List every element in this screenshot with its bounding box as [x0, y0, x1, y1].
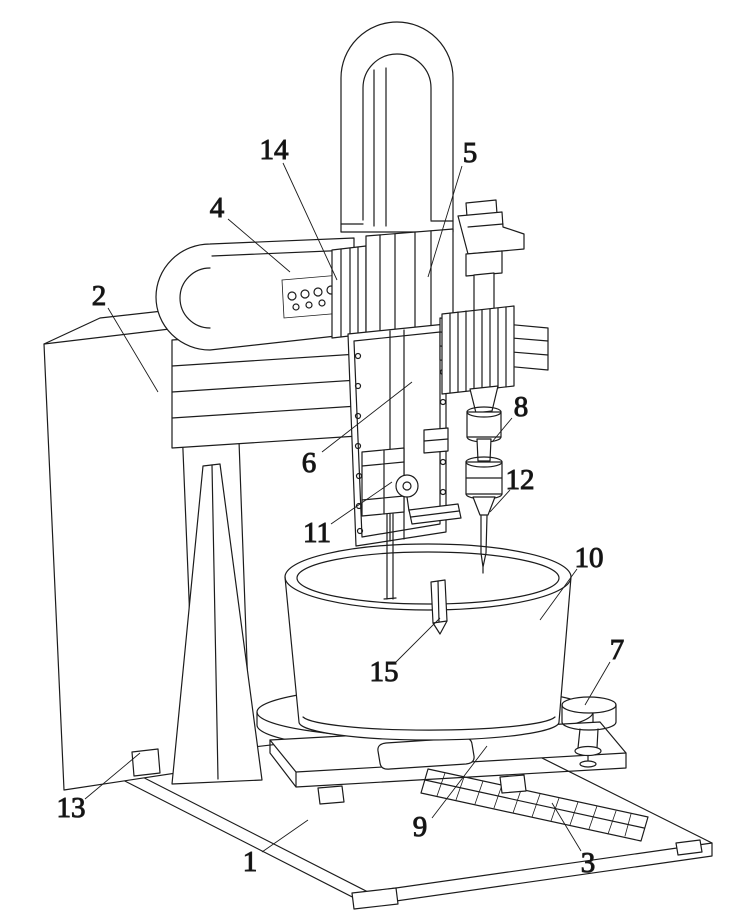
vat-opening: [296, 551, 560, 605]
ref-label-2: 2: [92, 280, 107, 312]
slide-housing: [155, 237, 355, 351]
ref-label-11: 11: [303, 517, 331, 549]
plate-inner-border: [353, 331, 441, 538]
spindle-cylinder-top: [465, 250, 503, 277]
button-icon: [300, 289, 310, 299]
linear-rail: [420, 768, 649, 842]
clamp-link: [406, 496, 410, 512]
slider-block: [331, 245, 367, 339]
wheel-foot: [574, 745, 602, 757]
plate-hole: [356, 527, 364, 535]
ref-label-12: 12: [506, 464, 535, 496]
beam-slats: [171, 353, 359, 419]
ref-label-8: 8: [514, 391, 529, 423]
top-bracket: [457, 199, 525, 255]
button-icon: [292, 303, 300, 311]
plate-hole: [439, 488, 447, 496]
housing-body: [155, 237, 355, 351]
rod-lines: [383, 513, 397, 600]
spindle-ribbed-block: [441, 305, 515, 395]
slider-body: [331, 245, 367, 339]
clamp-pivot: [395, 474, 419, 498]
clamp-bracket-lines: [361, 449, 405, 515]
base-corner-block: [675, 839, 703, 856]
tool-bit: [480, 515, 488, 574]
wheel-side: [561, 704, 617, 731]
wheel-bracket: [577, 728, 599, 749]
plate-hole: [439, 458, 447, 466]
vat: [284, 543, 572, 741]
turntable-base-thickness: [269, 739, 627, 788]
clamp-assembly: [361, 447, 462, 525]
reference-labels: 1 2 3 4 5 6 7 8 9 10 11 12 13 14 15: [56, 134, 625, 880]
button-icon: [305, 301, 313, 309]
ref-label-15: 15: [370, 656, 399, 688]
vat-body: [284, 543, 572, 741]
stirrer-rods: [383, 513, 397, 600]
clamp-pivot-pin: [402, 481, 412, 491]
base-foot-front: [351, 887, 399, 910]
leader-lines: [84, 162, 611, 853]
plate-hole: [354, 352, 362, 360]
ref-label-5: 5: [463, 137, 478, 169]
ref-label-6: 6: [302, 447, 317, 479]
spindle-taper-lower: [472, 496, 496, 516]
turntable-feet: [317, 774, 527, 805]
drawing-root: 1 2 3 4 5 6 7 8 9 10 11 12 13 14 15: [43, 21, 713, 910]
spindle-neck-upper: [473, 272, 495, 314]
spindle-neck-lower: [476, 438, 492, 462]
plate-hole: [354, 382, 362, 390]
brace-inner-line: [211, 464, 219, 780]
housing-inner-arc: [179, 267, 211, 329]
ref-label-1: 1: [243, 846, 258, 878]
slider-ribs: [340, 246, 359, 338]
housing-top-line: [211, 249, 353, 257]
bracket-body: [457, 211, 525, 255]
wheel-top: [561, 696, 617, 714]
spindle-mid-top-ellipse: [466, 406, 502, 418]
probe-piece: [430, 579, 448, 635]
ref-label-13: 13: [57, 792, 86, 824]
brace-body: [171, 463, 263, 785]
bracket-line: [467, 223, 504, 228]
button-icon: [287, 291, 297, 301]
plate-small-block-line: [423, 438, 449, 442]
button-icon: [318, 299, 326, 307]
plate-hole: [439, 398, 447, 406]
arch-inner: [362, 53, 432, 221]
ref-label-3: 3: [581, 847, 596, 879]
ref-label-9: 9: [413, 811, 428, 843]
button-icon: [313, 287, 323, 297]
ref-label-14: 14: [260, 134, 290, 166]
spindle-assembly: [441, 250, 515, 574]
spindle-ribs: [449, 306, 507, 394]
plate-hole: [354, 442, 362, 450]
rail-inner-line: [424, 779, 645, 829]
arch-outline: [340, 21, 454, 233]
ref-label-4: 4: [210, 192, 225, 224]
spindle-low-top-ellipse: [465, 456, 503, 468]
support-brace: [171, 463, 263, 785]
ref-label-7: 7: [610, 634, 625, 666]
tower-column-lines: [379, 230, 432, 339]
ref-label-10: 10: [575, 542, 604, 574]
cabinet-foot: [131, 748, 161, 777]
rail-hatching: [436, 772, 632, 837]
vat-front-rim: [284, 576, 572, 611]
arch-ticks: [340, 220, 454, 225]
arch-belt-lines: [373, 67, 387, 227]
roller-wheel: [561, 696, 617, 768]
probe-detail: [432, 580, 448, 635]
vat-bottom-rim: [302, 716, 556, 731]
turntable-slot: [377, 737, 475, 770]
tower-arch: [340, 21, 454, 340]
spindle-taper-upper: [469, 385, 499, 414]
plate-hole: [354, 412, 362, 420]
clamp-platform-line: [410, 510, 460, 518]
wheel-base: [579, 760, 597, 768]
